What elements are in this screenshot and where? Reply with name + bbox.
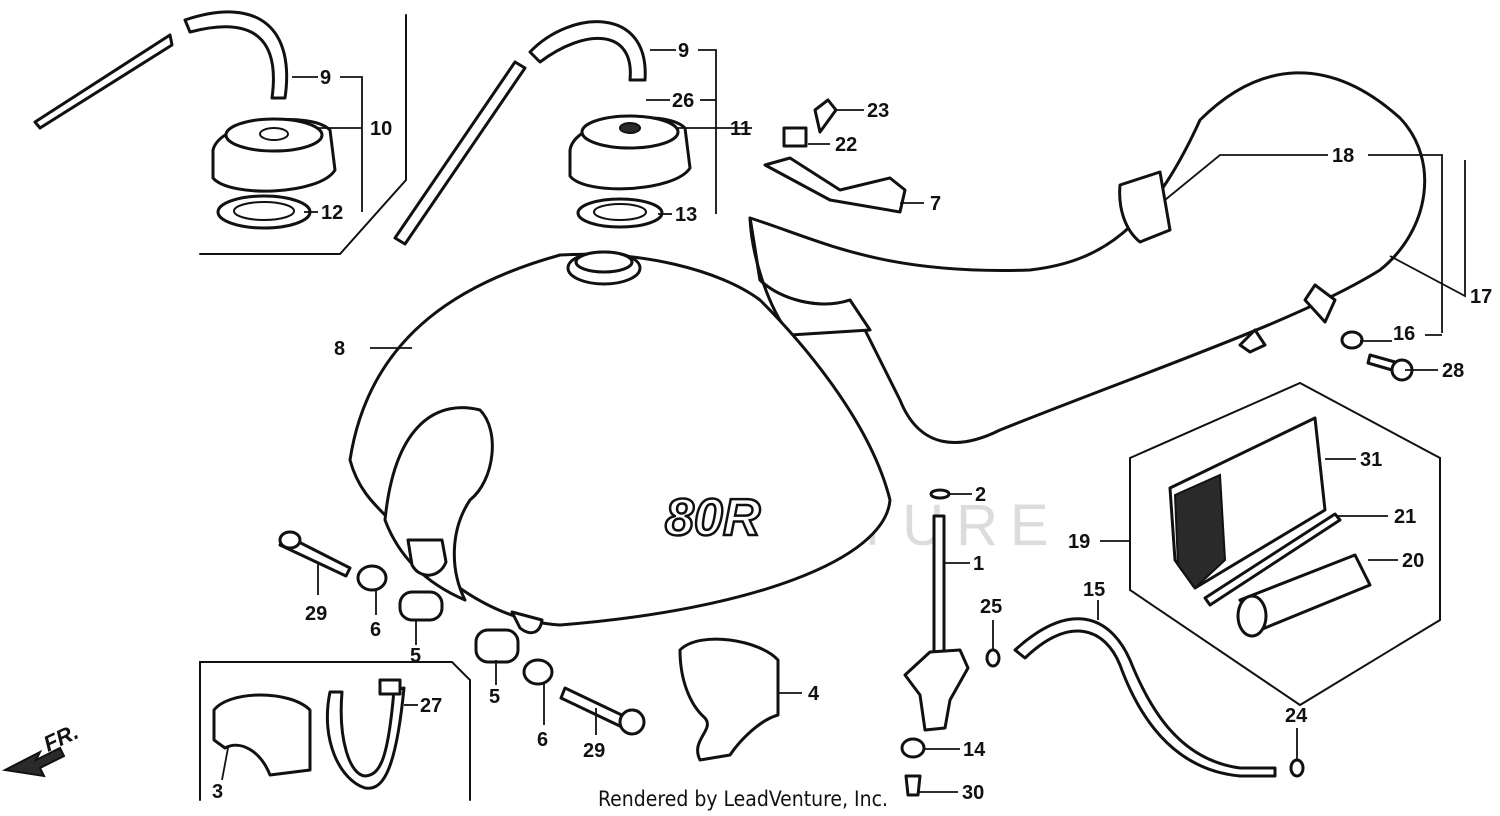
cap-gasket-right — [576, 197, 664, 229]
callout-23: 23 — [867, 100, 889, 122]
washer-16 — [1340, 330, 1364, 350]
screw-30 — [904, 774, 922, 797]
bolt-29-right — [559, 686, 646, 736]
callout-4: 4 — [808, 683, 820, 705]
callout-10: 10 — [370, 118, 392, 140]
callout-1: 1 — [973, 553, 984, 575]
o-ring-2 — [929, 488, 951, 500]
bolt-29-left — [278, 530, 352, 578]
callout-16: 16 — [1393, 323, 1415, 345]
bolt-23 — [813, 98, 838, 134]
callout-5b: 5 — [489, 686, 500, 708]
callout-15: 15 — [1083, 579, 1105, 601]
callout-9a: 9 — [320, 67, 331, 89]
callout-31: 31 — [1360, 449, 1382, 471]
clip-25 — [985, 648, 1001, 668]
fuel-tank: 80R — [348, 250, 892, 635]
callout-19: 19 — [1068, 531, 1090, 553]
rubber-5-right — [474, 628, 520, 664]
callout-6a: 6 — [370, 619, 381, 641]
collar-6-right — [522, 658, 554, 686]
callout-12: 12 — [321, 202, 343, 224]
callout-27: 27 — [420, 695, 442, 717]
callout-9b: 9 — [678, 40, 689, 62]
callout-6b: 6 — [537, 729, 548, 751]
front-marker-text: FR. — [40, 719, 83, 757]
callout-25: 25 — [980, 596, 1002, 618]
clip-24 — [1289, 758, 1305, 778]
callout-26: 26 — [672, 90, 694, 112]
callout-20: 20 — [1402, 550, 1424, 572]
callout-13: 13 — [675, 204, 697, 226]
bolt-28 — [1366, 353, 1414, 382]
fuel-cap-right — [568, 114, 692, 191]
callout-5a: 5 — [410, 645, 421, 667]
tool-kit-box — [1129, 381, 1441, 707]
callout-29a: 29 — [305, 603, 327, 625]
tool-bar-21 — [1203, 512, 1342, 607]
collar-22 — [782, 126, 808, 148]
callout-7: 7 — [930, 193, 941, 215]
callout-3: 3 — [212, 781, 223, 803]
clamp-kit-box — [199, 661, 471, 801]
callout-29b: 29 — [583, 740, 605, 762]
callout-24: 24 — [1285, 705, 1308, 727]
tank-mount-rubber-3 — [212, 693, 312, 777]
callout-18: 18 — [1332, 145, 1354, 167]
tank-mount-rubber-4 — [678, 637, 780, 762]
drain-bolt-14 — [900, 737, 926, 759]
collar-6-left — [356, 564, 388, 592]
callout-28: 28 — [1442, 360, 1464, 382]
fuel-valve — [903, 514, 970, 732]
seat-bracket — [763, 156, 907, 214]
fuel-cap-left — [211, 117, 337, 193]
leader-lines — [221, 49, 1466, 793]
tool-bag-31 — [1168, 416, 1327, 590]
callout-2: 2 — [975, 484, 986, 506]
fuel-tube-15 — [1013, 617, 1277, 778]
credit-text: Rendered by LeadVenture, Inc. — [598, 787, 888, 811]
callout-14: 14 — [963, 739, 986, 761]
tank-decal-text: 80R — [665, 489, 761, 547]
callout-17: 17 — [1470, 286, 1492, 308]
rubber-5-left — [398, 590, 444, 622]
callout-30: 30 — [962, 782, 984, 804]
cap-kit-box — [199, 14, 407, 255]
cap-gasket-left — [216, 194, 312, 230]
front-arrow-icon — [1, 746, 66, 778]
callout-22: 22 — [835, 134, 857, 156]
callout-8: 8 — [334, 338, 345, 360]
callout-11: 11 — [730, 118, 751, 140]
seat-assembly — [748, 71, 1427, 444]
breather-tube-right — [393, 20, 647, 246]
tank-band-27 — [325, 678, 406, 790]
breather-tube-left — [33, 10, 289, 130]
plug-wrench-20 — [1236, 553, 1372, 638]
callout-labels: 1 2 3 4 5 5 6 6 7 8 9 9 10 11 12 13 14 1… — [212, 40, 1492, 804]
callout-21: 21 — [1394, 506, 1416, 528]
